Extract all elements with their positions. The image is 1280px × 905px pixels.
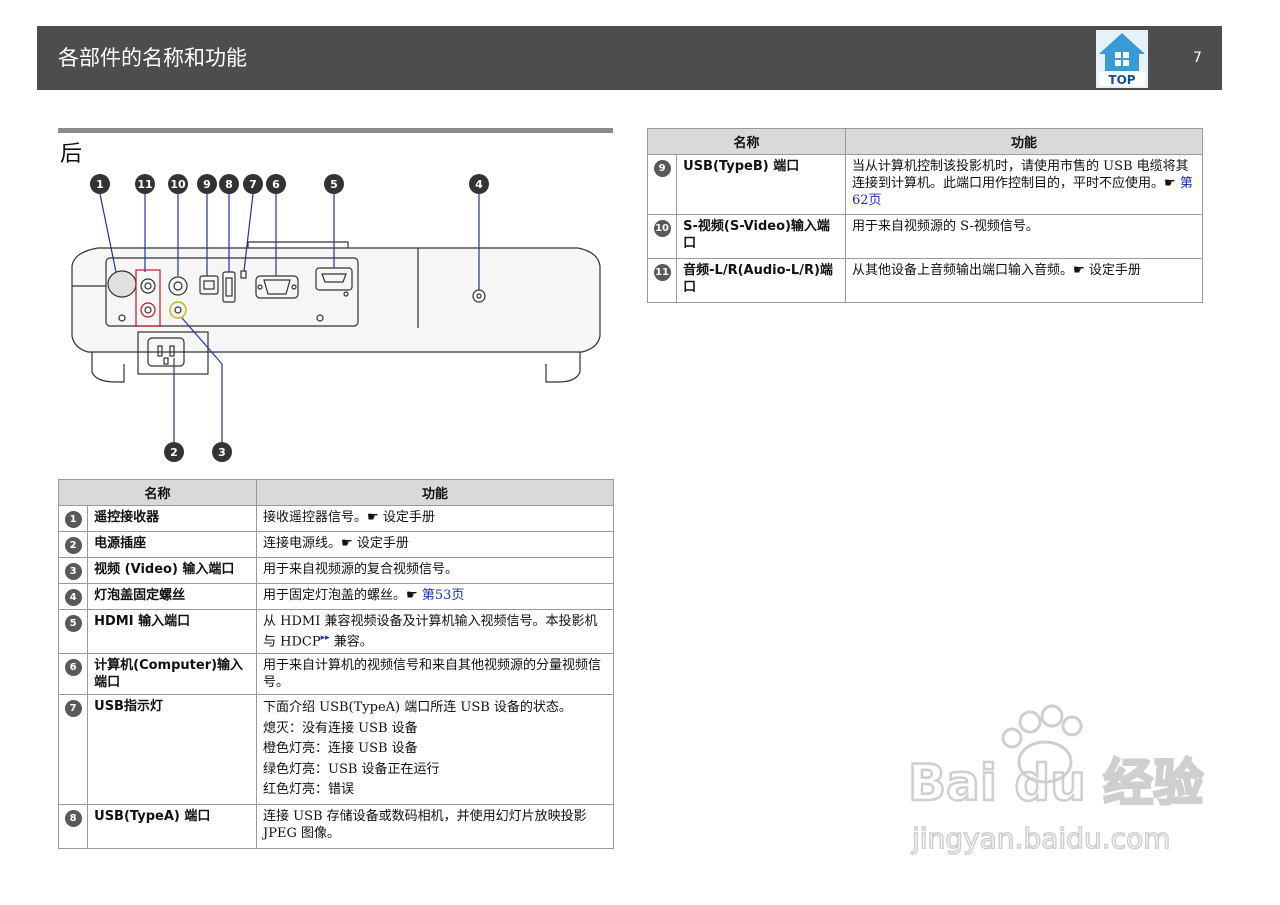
hand-pointer-icon: ☛ <box>1164 176 1176 191</box>
parts-table-right: 名称 功能 9 USB(TypeB) 端口 当从计算机控制该投影机时，请使用市售… <box>646 128 1203 303</box>
callout-10: 10 <box>168 174 188 194</box>
page-title: 各部件的名称和功能 <box>58 46 247 70</box>
callout-5: 5 <box>324 174 344 194</box>
hand-pointer-icon: ☛ <box>406 588 418 603</box>
table-row: 11 音频-L/R(Audio-L/R)端口 从其他设备上音频输出端口输入音频。… <box>646 258 1203 303</box>
part-function: 接收遥控器信号。☛ 设定手册 <box>256 505 614 532</box>
callout-8: 8 <box>219 174 239 194</box>
page-link[interactable]: 第62页 <box>852 176 1193 208</box>
table-row: 7 USB指示灯 下面介绍 USB(TypeA) 端口所连 USB 设备的状态。… <box>57 694 614 805</box>
callout-7: 7 <box>243 174 263 194</box>
table-row: 9 USB(TypeB) 端口 当从计算机控制该投影机时，请使用市售的 USB … <box>646 154 1203 215</box>
row-number: 4 <box>64 589 82 606</box>
table-row: 3 视频 (Video) 输入端口 用于来自视频源的复合视频信号。 <box>57 557 614 584</box>
part-function: 用于来自视频源的复合视频信号。 <box>256 557 614 584</box>
table-row: 6 计算机(Computer)输入端口 用于来自计算机的视频信号和来自其他视频源… <box>57 653 614 696</box>
part-function: 从其他设备上音频输出端口输入音频。☛ 设定手册 <box>845 258 1203 303</box>
part-name: USB(TypeB) 端口 <box>676 154 846 215</box>
row-number: 9 <box>653 160 671 177</box>
table-row: 2 电源插座 连接电源线。☛ 设定手册 <box>57 531 614 558</box>
part-name: 计算机(Computer)输入端口 <box>87 653 257 696</box>
svg-text:7: 7 <box>249 178 257 191</box>
row-number: 1 <box>64 511 82 528</box>
svg-text:3: 3 <box>218 446 226 459</box>
baidu-jingyan-watermark: Bai du 经验 jingyan.baidu.com <box>900 700 1210 870</box>
part-name: 灯泡盖固定螺丝 <box>87 583 257 610</box>
hand-pointer-icon: ☛ <box>1073 263 1085 278</box>
svg-text:5: 5 <box>330 178 338 191</box>
row-number: 5 <box>64 615 82 632</box>
callout-4: 4 <box>469 174 489 194</box>
part-function: 从 HDMI 兼容视频设备及计算机输入视频信号。本投影机与 HDCP▸▸ 兼容。 <box>256 608 614 655</box>
callout-11: 11 <box>135 174 155 194</box>
part-name: USB(TypeA) 端口 <box>87 803 257 849</box>
manual-ref: 设定手册 <box>356 536 409 551</box>
header-function: 功能 <box>845 128 1203 155</box>
part-name: 遥控接收器 <box>87 505 257 532</box>
svg-text:10: 10 <box>170 178 186 191</box>
row-number: 10 <box>653 220 671 237</box>
watermark-url: jingyan.baidu.com <box>911 822 1170 855</box>
top-home-icon: TOP <box>1096 30 1148 88</box>
header-name: 名称 <box>647 128 846 155</box>
page-link[interactable]: 第53页 <box>421 588 465 603</box>
hand-pointer-icon: ☛ <box>341 536 353 551</box>
svg-text:9: 9 <box>203 178 211 191</box>
hand-pointer-icon: ☛ <box>367 510 379 525</box>
row-number: 11 <box>653 264 671 281</box>
top-label: TOP <box>1108 73 1135 87</box>
callout-6: 6 <box>266 174 286 194</box>
page-number: 7 <box>1193 50 1202 66</box>
svg-text:8: 8 <box>225 178 233 191</box>
table-row: 10 S-视频(S-Video)输入端口 用于来自视频源的 S-视频信号。 <box>646 214 1203 259</box>
header-function: 功能 <box>256 479 614 506</box>
header-name: 名称 <box>58 479 257 506</box>
part-name: 电源插座 <box>87 531 257 558</box>
remote-receiver-window <box>107 270 137 298</box>
part-function: 连接 USB 存储设备或数码相机，并使用幻灯片放映投影 JPEG 图像。 <box>256 803 614 849</box>
row-number: 3 <box>64 563 82 580</box>
svg-text:6: 6 <box>272 178 280 191</box>
table-row: 5 HDMI 输入端口 从 HDMI 兼容视频设备及计算机输入视频信号。本投影机… <box>57 608 614 655</box>
manual-ref: 设定手册 <box>1088 263 1141 278</box>
part-function: 用于来自视频源的 S-视频信号。 <box>845 214 1203 259</box>
part-name: USB指示灯 <box>87 694 257 805</box>
part-function: 下面介绍 USB(TypeA) 端口所连 USB 设备的状态。 熄灭：没有连接 … <box>256 694 614 805</box>
projector-rear-diagram: 1 11 10 9 8 7 6 5 4 2 3 <box>58 168 613 468</box>
table-row: 1 遥控接收器 接收遥控器信号。☛ 设定手册 <box>57 505 614 532</box>
row-number: 2 <box>64 537 82 554</box>
part-function: 用于来自计算机的视频信号和来自其他视频源的分量视频信号。 <box>256 653 614 696</box>
manual-ref: 设定手册 <box>382 510 435 525</box>
table-row: 4 灯泡盖固定螺丝 用于固定灯泡盖的螺丝。☛ 第53页 <box>57 583 614 610</box>
section-rule <box>58 128 613 133</box>
row-number: 6 <box>64 659 82 677</box>
callout-9: 9 <box>197 174 217 194</box>
callout-1: 1 <box>90 174 110 194</box>
callout-3: 3 <box>212 442 232 462</box>
callout-2: 2 <box>164 442 184 462</box>
svg-text:11: 11 <box>137 178 152 191</box>
page-header: 各部件的名称和功能 7 <box>37 26 1222 90</box>
section-title: 后 <box>60 142 83 167</box>
part-function: 用于固定灯泡盖的螺丝。☛ 第53页 <box>256 583 614 610</box>
part-name: S-视频(S-Video)输入端口 <box>676 214 846 259</box>
svg-text:4: 4 <box>475 178 483 191</box>
glossary-arrow-icon[interactable]: ▸▸ <box>320 633 330 643</box>
top-button[interactable]: TOP <box>1096 30 1148 88</box>
watermark-logo: Bai du 经验 <box>908 754 1203 812</box>
part-name: 视频 (Video) 输入端口 <box>87 557 257 584</box>
part-name: HDMI 输入端口 <box>87 608 257 655</box>
svg-text:1: 1 <box>96 178 104 191</box>
part-function: 连接电源线。☛ 设定手册 <box>256 531 614 558</box>
svg-text:2: 2 <box>170 446 178 459</box>
row-number: 8 <box>64 809 82 827</box>
part-function: 当从计算机控制该投影机时，请使用市售的 USB 电缆将其连接到计算机。此端口用作… <box>845 154 1203 215</box>
part-name: 音频-L/R(Audio-L/R)端口 <box>676 258 846 303</box>
parts-table-left: 名称 功能 1 遥控接收器 接收遥控器信号。☛ 设定手册 2 电源插座 连接电源… <box>57 479 614 849</box>
table-row: 8 USB(TypeA) 端口 连接 USB 存储设备或数码相机，并使用幻灯片放… <box>57 803 614 849</box>
row-number: 7 <box>64 700 82 718</box>
